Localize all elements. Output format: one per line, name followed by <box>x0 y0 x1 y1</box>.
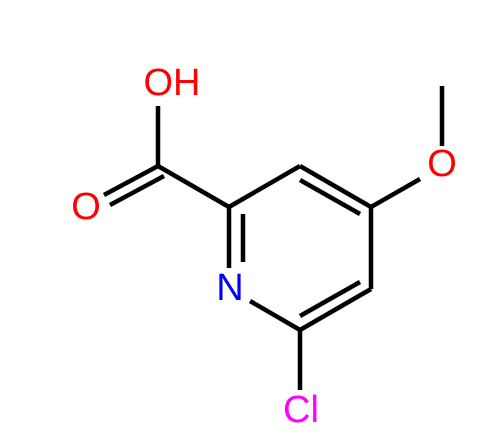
carbonyl-oxygen-label: O <box>71 186 101 228</box>
bond-ring-c5-c6 <box>298 287 373 332</box>
bond-ring-c2-c3 <box>227 164 302 209</box>
bond-ring-c3-c4 <box>298 164 373 209</box>
bond-ring-c3-c4-inner <box>298 178 362 216</box>
bond-ring-c6-n <box>248 299 302 332</box>
bond-ring-o-methoxy <box>369 177 422 209</box>
bond-carboxyl-ring <box>156 164 231 209</box>
ring-nitrogen-label: N <box>216 267 243 309</box>
bond-c-o-double-b <box>108 174 166 207</box>
hydroxyl-label: OH <box>144 62 201 104</box>
bond-ring-c5-c6-inner <box>298 280 362 318</box>
chlorine-label: Cl <box>283 389 319 431</box>
methoxy-oxygen-label: O <box>427 143 457 185</box>
bond-c-o-double-a <box>102 164 160 197</box>
